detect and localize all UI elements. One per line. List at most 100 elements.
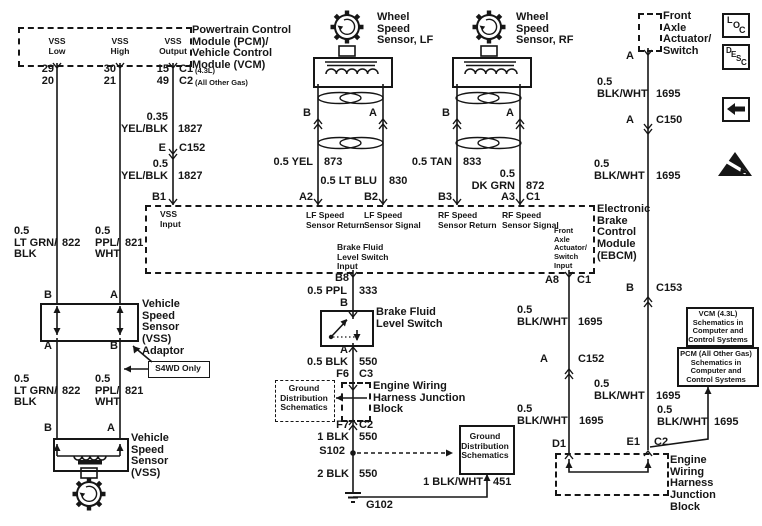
wire-number: 1695 xyxy=(579,415,604,427)
connector-c2-note: (All Other Gas) xyxy=(195,78,248,87)
wire-number: 822 xyxy=(62,237,81,249)
connector: C153 xyxy=(656,282,683,294)
wire-spec: 0.5 DK GRN xyxy=(471,168,515,192)
twisted-pair-icon xyxy=(317,91,384,105)
wss-lf-label: Wheel Speed Sensor, LF xyxy=(377,11,434,47)
wire-spec: 0.5 PPL/ WHT xyxy=(95,225,121,261)
ebcm-pin-label: LF Speed Sensor Signal xyxy=(364,210,421,230)
vcm-ref-label[interactable]: VCM (4.3L) Schematics in Computer and Co… xyxy=(688,309,748,344)
terminal: A8 xyxy=(544,274,559,286)
back-arrow-button[interactable] xyxy=(722,97,750,122)
lf-tone-ring-icon xyxy=(331,11,364,44)
twisted-pair-icon xyxy=(455,91,522,105)
terminal: A xyxy=(540,353,548,365)
wire-number: 1827 xyxy=(178,123,203,135)
terminal: B8 xyxy=(334,272,349,284)
wire-number: 1827 xyxy=(178,170,203,182)
pcm-pin-vss-output: VSS Output xyxy=(159,36,187,56)
ebcm-pin-label: RF Speed Sensor Signal xyxy=(502,210,559,230)
wire-number: 872 xyxy=(526,180,545,192)
vss-adaptor-box xyxy=(40,303,139,342)
rf-sensor-box xyxy=(452,57,532,88)
wire-spec: 0.5 BLK/WHT xyxy=(594,158,645,182)
terminal: B xyxy=(626,282,634,294)
terminal: A3 xyxy=(500,191,515,203)
ebcm-pin-label: RF Speed Sensor Return xyxy=(438,210,497,230)
terminal: B xyxy=(44,422,52,434)
esd-warning-icon xyxy=(718,152,752,176)
ground-dist-ref-label[interactable]: Ground Distribution Schematics xyxy=(461,431,509,461)
connector-c2: C2 xyxy=(179,75,194,87)
terminal: A xyxy=(369,107,377,119)
twisted-pair-icon xyxy=(455,136,522,150)
wire-spec: 0.5 LT GRN/ BLK xyxy=(14,225,58,261)
bfls-label: Brake Fluid Level Switch xyxy=(376,306,443,330)
ebcm-pin-label: VSS Input xyxy=(160,209,181,229)
vss-label: Vehicle Speed Sensor (VSS) xyxy=(131,432,169,479)
wire-spec: 0.5 LT GRN/ BLK xyxy=(14,373,58,409)
wire-spec: 0.5 BLK/WHT xyxy=(517,403,568,427)
pcm-pin-vss-low: VSS Low xyxy=(48,36,66,56)
terminal: E1 xyxy=(626,436,640,448)
terminal: B xyxy=(340,297,348,309)
wire-number: 833 xyxy=(463,156,482,168)
lf-sensor-stem xyxy=(338,45,356,57)
vcm-schematics-ref[interactable] xyxy=(686,307,754,347)
ground-dist-ref-label[interactable]: Ground Distribution Schematics xyxy=(280,383,328,413)
ground-distribution-ref-dashed[interactable] xyxy=(275,380,335,422)
vss-box xyxy=(53,438,129,472)
connector: C3 xyxy=(359,368,374,380)
desc-letter: E xyxy=(731,50,737,59)
wire-number: 1695 xyxy=(656,390,681,402)
wire-spec: 0.5 LT BLU xyxy=(320,175,377,187)
wire-spec: 0.35 YEL/BLK xyxy=(120,111,168,135)
wire-number: 830 xyxy=(389,175,408,187)
ground-label: G102 xyxy=(366,499,393,511)
twisted-pair-icon xyxy=(317,136,384,150)
wire-spec: 0.5 PPL/ WHT xyxy=(95,373,121,409)
ground-distribution-ref-solid[interactable] xyxy=(459,425,515,475)
wire-number: 873 xyxy=(324,156,343,168)
connector: C152 xyxy=(179,142,206,154)
pin-number: 30 xyxy=(103,63,116,75)
wire-spec: 0.5 BLK/WHT xyxy=(657,404,708,428)
wss-rf-label: Wheel Speed Sensor, RF xyxy=(516,11,574,47)
wire-number: 1695 xyxy=(714,416,739,428)
junction-block-mid-box xyxy=(341,382,371,422)
wire-number: 1695 xyxy=(656,88,681,100)
wire-spec: 0.5 BLK/WHT xyxy=(517,304,568,328)
terminal: B xyxy=(303,107,311,119)
vss-coil-core xyxy=(78,460,102,465)
wire-spec: 0.5 BLK xyxy=(307,356,348,368)
ebcm-pin-label: Brake Fluid Level Switch Input xyxy=(337,242,389,272)
wire-number: 1695 xyxy=(656,170,681,182)
s4wd-note: S4WD Only xyxy=(155,363,201,373)
vss-tone-ring-icon xyxy=(73,478,106,511)
terminal: B xyxy=(442,107,450,119)
lf-sensor-box xyxy=(313,57,393,88)
loc-button[interactable]: L O C xyxy=(722,13,750,38)
wire-number: 550 xyxy=(359,431,378,443)
desc-letter: S xyxy=(736,54,742,63)
pcm-schematics-ref[interactable] xyxy=(677,347,759,387)
connector: C152 xyxy=(578,353,605,365)
splice-label: S102 xyxy=(319,445,345,457)
ebcm-pin-label: LF Speed Sensor Return xyxy=(306,210,365,230)
connector: C2 xyxy=(654,436,669,448)
wire-spec: 0.5 BLK/WHT xyxy=(594,378,645,402)
terminal: B3 xyxy=(437,191,452,203)
connector: C150 xyxy=(656,114,683,126)
pin-number: 20 xyxy=(41,75,54,87)
bfls-pivot-dot xyxy=(328,334,334,340)
terminal: E xyxy=(158,142,166,154)
desc-button[interactable]: D E S C xyxy=(722,44,750,70)
connector: C1 xyxy=(526,191,541,203)
desc-letter: C xyxy=(741,58,747,67)
pcm-ref-label[interactable]: PCM (All Other Gas) Schematics in Comput… xyxy=(680,349,752,384)
terminal: A xyxy=(626,50,634,62)
terminal: A2 xyxy=(298,191,313,203)
junction-block-label: Engine Wiring Harness Junction Block xyxy=(373,380,466,416)
pin-number: 49 xyxy=(156,75,169,87)
